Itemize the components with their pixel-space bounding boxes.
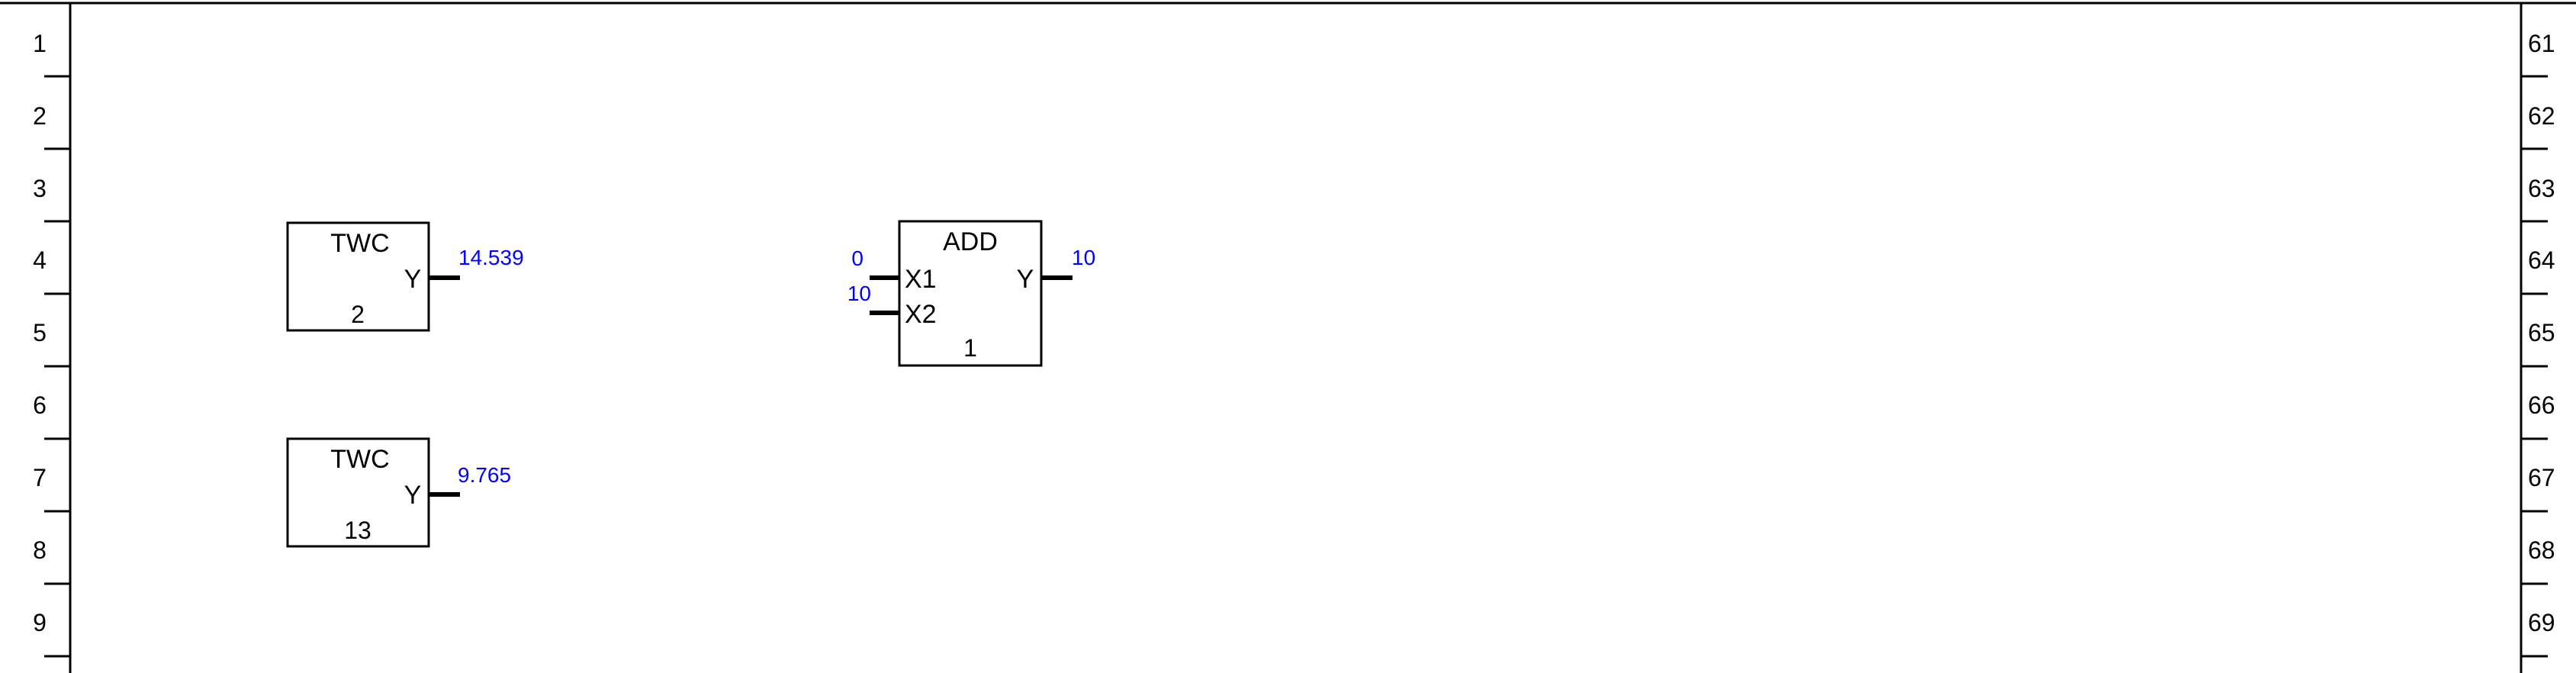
block-number: 2	[351, 301, 365, 328]
block-number: 13	[344, 517, 371, 544]
row-label: 6	[33, 391, 47, 419]
left-row-ruler: 1 2 3 4 5 6 7 8 9	[33, 30, 70, 658]
row-label: 61	[2528, 30, 2555, 57]
block-number: 1	[963, 334, 977, 362]
row-label: 9	[33, 609, 47, 636]
input-port-label-x2: X2	[905, 300, 937, 329]
output-port-label: Y	[404, 481, 422, 510]
block-type-label: TWC	[330, 229, 389, 258]
block-type-label: ADD	[943, 227, 998, 256]
block-box[interactable]	[286, 437, 430, 548]
block-type-label: TWC	[330, 445, 389, 474]
output-value: 10	[1072, 246, 1095, 269]
row-label: 2	[33, 102, 47, 130]
output-port-label: Y	[1017, 265, 1034, 294]
row-label: 1	[33, 30, 47, 57]
row-label: 3	[33, 175, 47, 202]
input-port-label-x1: X1	[905, 265, 937, 294]
row-label: 8	[33, 536, 47, 564]
row-label: 68	[2528, 536, 2555, 564]
input-value-x1: 0	[851, 246, 863, 270]
row-label: 64	[2528, 246, 2555, 274]
row-label: 69	[2528, 609, 2555, 636]
row-label: 5	[33, 319, 47, 346]
row-label: 4	[33, 246, 47, 274]
block-box[interactable]	[898, 220, 1043, 367]
right-row-ruler: 61 62 63 64 65 66 67 68 69	[2521, 30, 2555, 658]
row-label: 63	[2528, 175, 2555, 202]
row-label: 7	[33, 464, 47, 491]
row-label: 65	[2528, 319, 2555, 346]
twc-block-2[interactable]: TWC Y 14.539 2	[286, 221, 524, 332]
add-block-1[interactable]: ADD X1 0 X2 10 Y 10 1	[847, 220, 1095, 367]
output-value: 14.539	[458, 246, 524, 269]
output-value: 9.765	[458, 463, 511, 487]
twc-block-13[interactable]: TWC Y 9.765 13	[286, 437, 511, 548]
input-value-x2: 10	[847, 282, 871, 305]
output-port-label: Y	[404, 265, 422, 294]
row-label: 67	[2528, 464, 2555, 491]
row-label: 62	[2528, 102, 2555, 130]
row-label: 66	[2528, 391, 2555, 419]
